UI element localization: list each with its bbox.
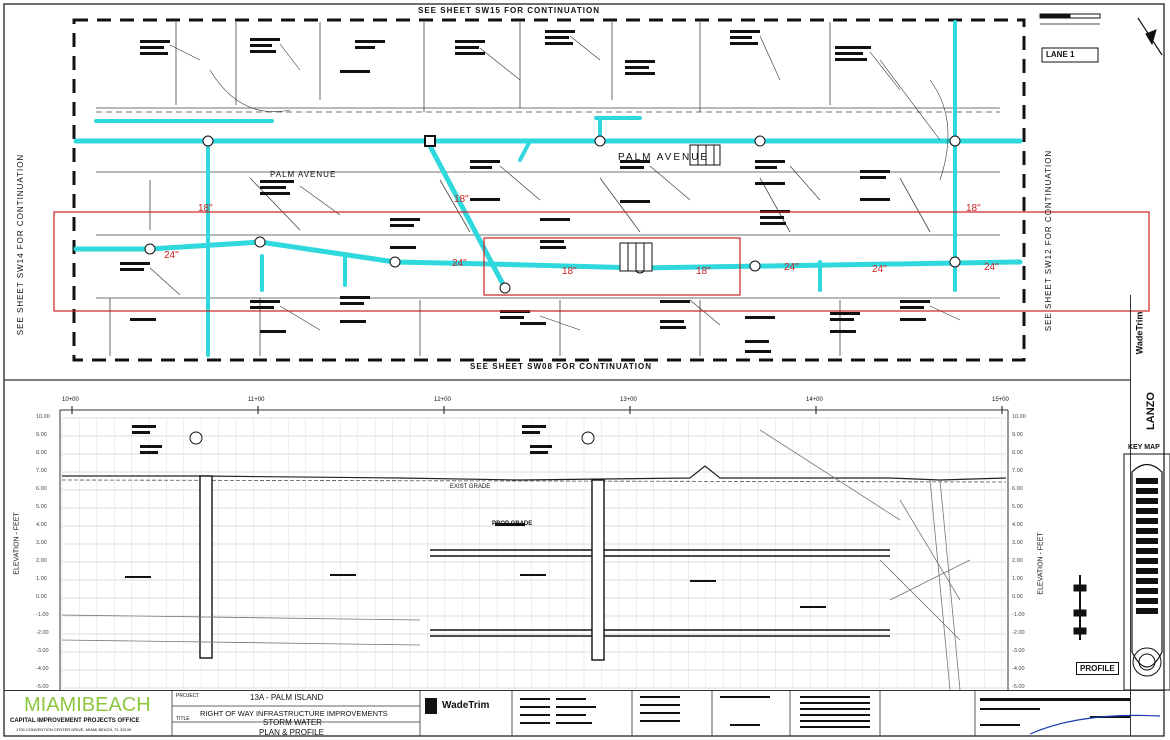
pipe-size-label: 24" xyxy=(164,250,179,261)
elevation-label: 0.00 xyxy=(1012,594,1023,600)
pipe-size-label: 24" xyxy=(984,262,999,273)
elevation-label: -5.00 xyxy=(1012,684,1025,690)
detail-callout-box xyxy=(483,237,741,296)
client-address: 1700 CONVENTION CENTER DRIVE, MIAMI BEAC… xyxy=(16,727,132,732)
elevation-label: 5.00 xyxy=(1012,504,1023,510)
side-strip xyxy=(1130,295,1165,736)
pipe-size-label: 24" xyxy=(452,258,467,269)
pipe-size-label: 24" xyxy=(784,262,799,273)
elevation-label: 6.00 xyxy=(1012,486,1023,492)
north-arrow xyxy=(1137,17,1163,56)
elevation-label: 9.00 xyxy=(36,432,47,438)
station-label: 13+00 xyxy=(620,397,637,403)
side-firm-lanzo: LANZO xyxy=(1144,392,1157,430)
station-label: 11+00 xyxy=(248,397,265,403)
axis-label-right: ELEVATION - FEET xyxy=(1037,532,1045,595)
sheet-title-1: STORM WATER xyxy=(263,718,322,727)
key-map-label: KEY MAP xyxy=(1128,444,1160,451)
consultant-name: WadeTrim xyxy=(442,700,490,711)
title-label: TITLE xyxy=(176,716,190,722)
elevation-label: -3.00 xyxy=(36,648,49,654)
elevation-label: 2.00 xyxy=(36,558,47,564)
profile-tag: PROFILE xyxy=(1076,662,1119,675)
elevation-label: 7.00 xyxy=(1012,468,1023,474)
pipe-size-label: 18" xyxy=(198,203,213,214)
station-label: 10+00 xyxy=(62,397,79,403)
match-line-left: SEE SHEET SW14 FOR CONTINUATION xyxy=(16,153,26,336)
elevation-label: 7.00 xyxy=(36,468,47,474)
leader-lines xyxy=(149,35,961,331)
title-block xyxy=(4,690,1164,737)
elevation-label: 9.00 xyxy=(1012,432,1023,438)
elevation-label: 1.00 xyxy=(36,576,47,582)
station-label: 15+00 xyxy=(992,397,1009,403)
pipe-size-label: 18" xyxy=(562,266,577,277)
axis-label-left: ELEVATION - FEET xyxy=(13,512,21,575)
project-subtitle: RIGHT OF WAY INFRASTRUCTURE IMPROVEMENTS xyxy=(200,709,388,718)
elevation-label: 6.00 xyxy=(36,486,47,492)
client-dept: CAPITAL IMPROVEMENT PROJECTS OFFICE xyxy=(10,718,140,724)
lot-lines xyxy=(96,22,1000,356)
scale-label: LANE 1 xyxy=(1046,50,1075,59)
client-logo-text: MIAMIBEACH xyxy=(24,694,151,716)
station-label: 12+00 xyxy=(434,397,451,403)
plan-boundary xyxy=(72,18,1026,362)
elevation-label: 3.00 xyxy=(36,540,47,546)
elevation-label: 10.00 xyxy=(1012,414,1026,420)
match-line-bottom: SEE SHEET SW08 FOR CONTINUATION xyxy=(470,362,652,371)
elevation-label: -1.00 xyxy=(36,612,49,618)
profile-extent-box xyxy=(53,211,1150,312)
elevation-label: 0.00 xyxy=(36,594,47,600)
exist-grade-label: EXIST GRADE xyxy=(450,484,491,490)
sheet-border xyxy=(3,3,1165,737)
prop-grade-label: PROP GRADE xyxy=(492,521,533,527)
elevation-label: 10.00 xyxy=(36,414,50,420)
elevation-label: 4.00 xyxy=(36,522,47,528)
elevation-label: 4.00 xyxy=(1012,522,1023,528)
sheet-title-2: PLAN & PROFILE xyxy=(259,728,324,737)
elevation-label: -2.00 xyxy=(36,630,49,636)
match-line-top: SEE SHEET SW15 FOR CONTINUATION xyxy=(418,6,600,15)
match-line-right: SEE SHEET SW12 FOR CONTINUATION xyxy=(1044,149,1054,332)
elevation-label: -4.00 xyxy=(36,666,49,672)
scale-box xyxy=(1041,47,1099,63)
scale-bar xyxy=(1039,13,1101,25)
elevation-label: 8.00 xyxy=(36,450,47,456)
elevation-label: 8.00 xyxy=(1012,450,1023,456)
street-name-upper: PALM AVENUE xyxy=(618,152,710,163)
project-label: PROJECT xyxy=(176,693,200,699)
street-name-lower: PALM AVENUE xyxy=(270,170,337,179)
structures xyxy=(144,135,961,294)
station-label: 14+00 xyxy=(806,397,823,403)
key-map xyxy=(1123,453,1170,691)
elevation-label: 2.00 xyxy=(1012,558,1023,564)
elevation-label: -1.00 xyxy=(1012,612,1025,618)
pipe-size-label: 24" xyxy=(872,264,887,275)
elevation-label: -5.00 xyxy=(36,684,49,690)
pipe-size-label: 18" xyxy=(454,194,469,205)
elevation-label: -2.00 xyxy=(1012,630,1025,636)
detail-hatch xyxy=(627,145,715,271)
elevation-label: -3.00 xyxy=(1012,648,1025,654)
project-name: 13A - PALM ISLAND xyxy=(250,693,324,702)
annotation-blocks xyxy=(120,30,930,353)
pipe-size-label: 18" xyxy=(696,266,711,277)
side-firm-wadetrim: WadeTrim xyxy=(1134,311,1145,355)
elevation-label: 3.00 xyxy=(1012,540,1023,546)
elevation-label: 1.00 xyxy=(1012,576,1023,582)
pipe-size-label: 18" xyxy=(966,203,981,214)
elevation-label: -4.00 xyxy=(1012,666,1025,672)
elevation-label: 5.00 xyxy=(36,504,47,510)
storm-pipes xyxy=(73,20,1023,357)
